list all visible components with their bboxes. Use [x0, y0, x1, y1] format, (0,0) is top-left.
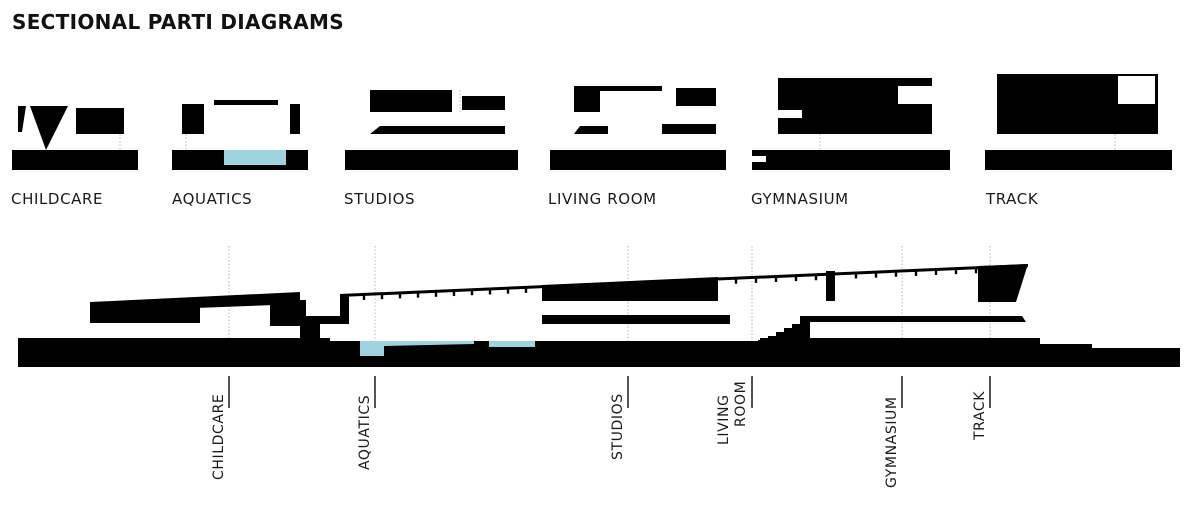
parti-studios: [345, 90, 518, 170]
section-label-childcare: CHILDCARE: [211, 376, 230, 480]
living-right-block: [676, 88, 716, 106]
parti-aquatics: [172, 100, 308, 170]
section-text-living-line2: ROOM: [733, 381, 749, 427]
roof-tick: [874, 272, 878, 278]
parti-label-childcare: CHILDCARE: [11, 190, 103, 208]
section-childcare-right: [270, 296, 300, 326]
roof-tick: [524, 287, 528, 293]
roof-tick: [452, 291, 456, 297]
section-label-living-room: LIVING ROOM: [716, 376, 753, 445]
gym-right-opening: [898, 86, 932, 104]
roof-tick: [974, 268, 978, 274]
section-childcare-block: [90, 306, 200, 323]
roof-tick: [914, 270, 918, 276]
parti-label-aquatics: AQUATICS: [172, 190, 252, 208]
parti-living-room: [550, 86, 726, 170]
parti-gymnasium: [752, 78, 950, 170]
roof-tick: [208, 299, 212, 305]
roof-tick: [470, 290, 474, 296]
living-ground: [550, 150, 726, 170]
roof-tick: [398, 293, 402, 299]
aquatics-left-wall: [182, 104, 204, 134]
section-text-track: TRACK: [972, 391, 988, 441]
roof-tick: [894, 271, 898, 277]
studios-ground: [345, 150, 518, 170]
roof-tick: [262, 296, 266, 302]
parti-label-gymnasium: GYMNASIUM: [751, 190, 849, 208]
parti-label-studios: STUDIOS: [344, 190, 415, 208]
gym-ground: [752, 150, 950, 170]
childcare-funnel: [30, 106, 68, 150]
roof-tick: [734, 278, 738, 284]
roof-tick: [380, 294, 384, 300]
section-text-gymnasium: GYMNASIUM: [884, 396, 900, 488]
section-gym-slab: [800, 316, 1026, 322]
section-pool-main: [360, 341, 474, 356]
page-title: SECTIONAL PARTI DIAGRAMS: [12, 10, 344, 34]
roof-tick: [854, 273, 858, 279]
section-roof-ticks: [208, 268, 978, 305]
section-track-wedge: [978, 264, 1028, 302]
roof-tick: [434, 291, 438, 297]
section-studio-block: [542, 277, 718, 301]
section-pool-small: [489, 341, 535, 347]
roof-tick: [754, 277, 758, 283]
roof-tick: [934, 270, 938, 276]
gym-frame-notch: [778, 110, 802, 118]
childcare-ground: [12, 150, 138, 170]
roof-tick: [488, 289, 492, 295]
section-stairs: [758, 316, 810, 341]
gym-frame: [778, 78, 932, 134]
childcare-block: [76, 108, 124, 134]
section-ground: [18, 338, 1180, 367]
track-ground: [985, 150, 1172, 170]
section-aquatics-walls: [300, 294, 349, 340]
studios-right-block: [462, 96, 505, 110]
aquatics-right-wall: [290, 104, 300, 134]
roof-tick: [954, 269, 958, 275]
roof-tick: [794, 276, 798, 282]
track-notch: [1118, 76, 1155, 104]
roof-tick: [246, 297, 250, 303]
parti-childcare: [12, 106, 138, 170]
section-label-gymnasium: GYMNASIUM: [884, 376, 903, 488]
roof-tick: [362, 294, 366, 300]
section-text-childcare: CHILDCARE: [211, 394, 227, 480]
parti-label-track: TRACK: [985, 190, 1039, 208]
section-studio-slab: [542, 315, 730, 324]
roof-tick: [416, 292, 420, 298]
living-left-slab: [574, 126, 608, 134]
roof-tick: [814, 275, 818, 281]
aquatics-roof: [214, 100, 278, 105]
track-frame: [997, 74, 1158, 134]
roof-tick: [774, 276, 778, 282]
studios-upper-block: [370, 90, 452, 112]
section-label-track: TRACK: [972, 376, 991, 441]
section-label-aquatics: AQUATICS: [357, 376, 376, 470]
parti-track: [985, 74, 1172, 170]
section-text-studios: STUDIOS: [610, 393, 626, 460]
living-right-slab: [662, 124, 716, 134]
roof-tick: [506, 288, 510, 294]
section-childcare-roof: [90, 292, 300, 312]
living-left-block: [574, 86, 600, 112]
aquatics-pool: [224, 150, 286, 165]
childcare-left-wedge: [18, 106, 26, 132]
studios-slab: [370, 126, 505, 134]
roof-tick: [226, 298, 230, 304]
section-column: [826, 271, 835, 301]
section-text-living-line1: LIVING: [716, 394, 732, 445]
section-text-aquatics: AQUATICS: [357, 395, 373, 470]
living-roof-bar: [600, 86, 662, 91]
section-label-studios: STUDIOS: [610, 376, 629, 460]
parti-label-living-room: LIVING ROOM: [548, 190, 657, 208]
